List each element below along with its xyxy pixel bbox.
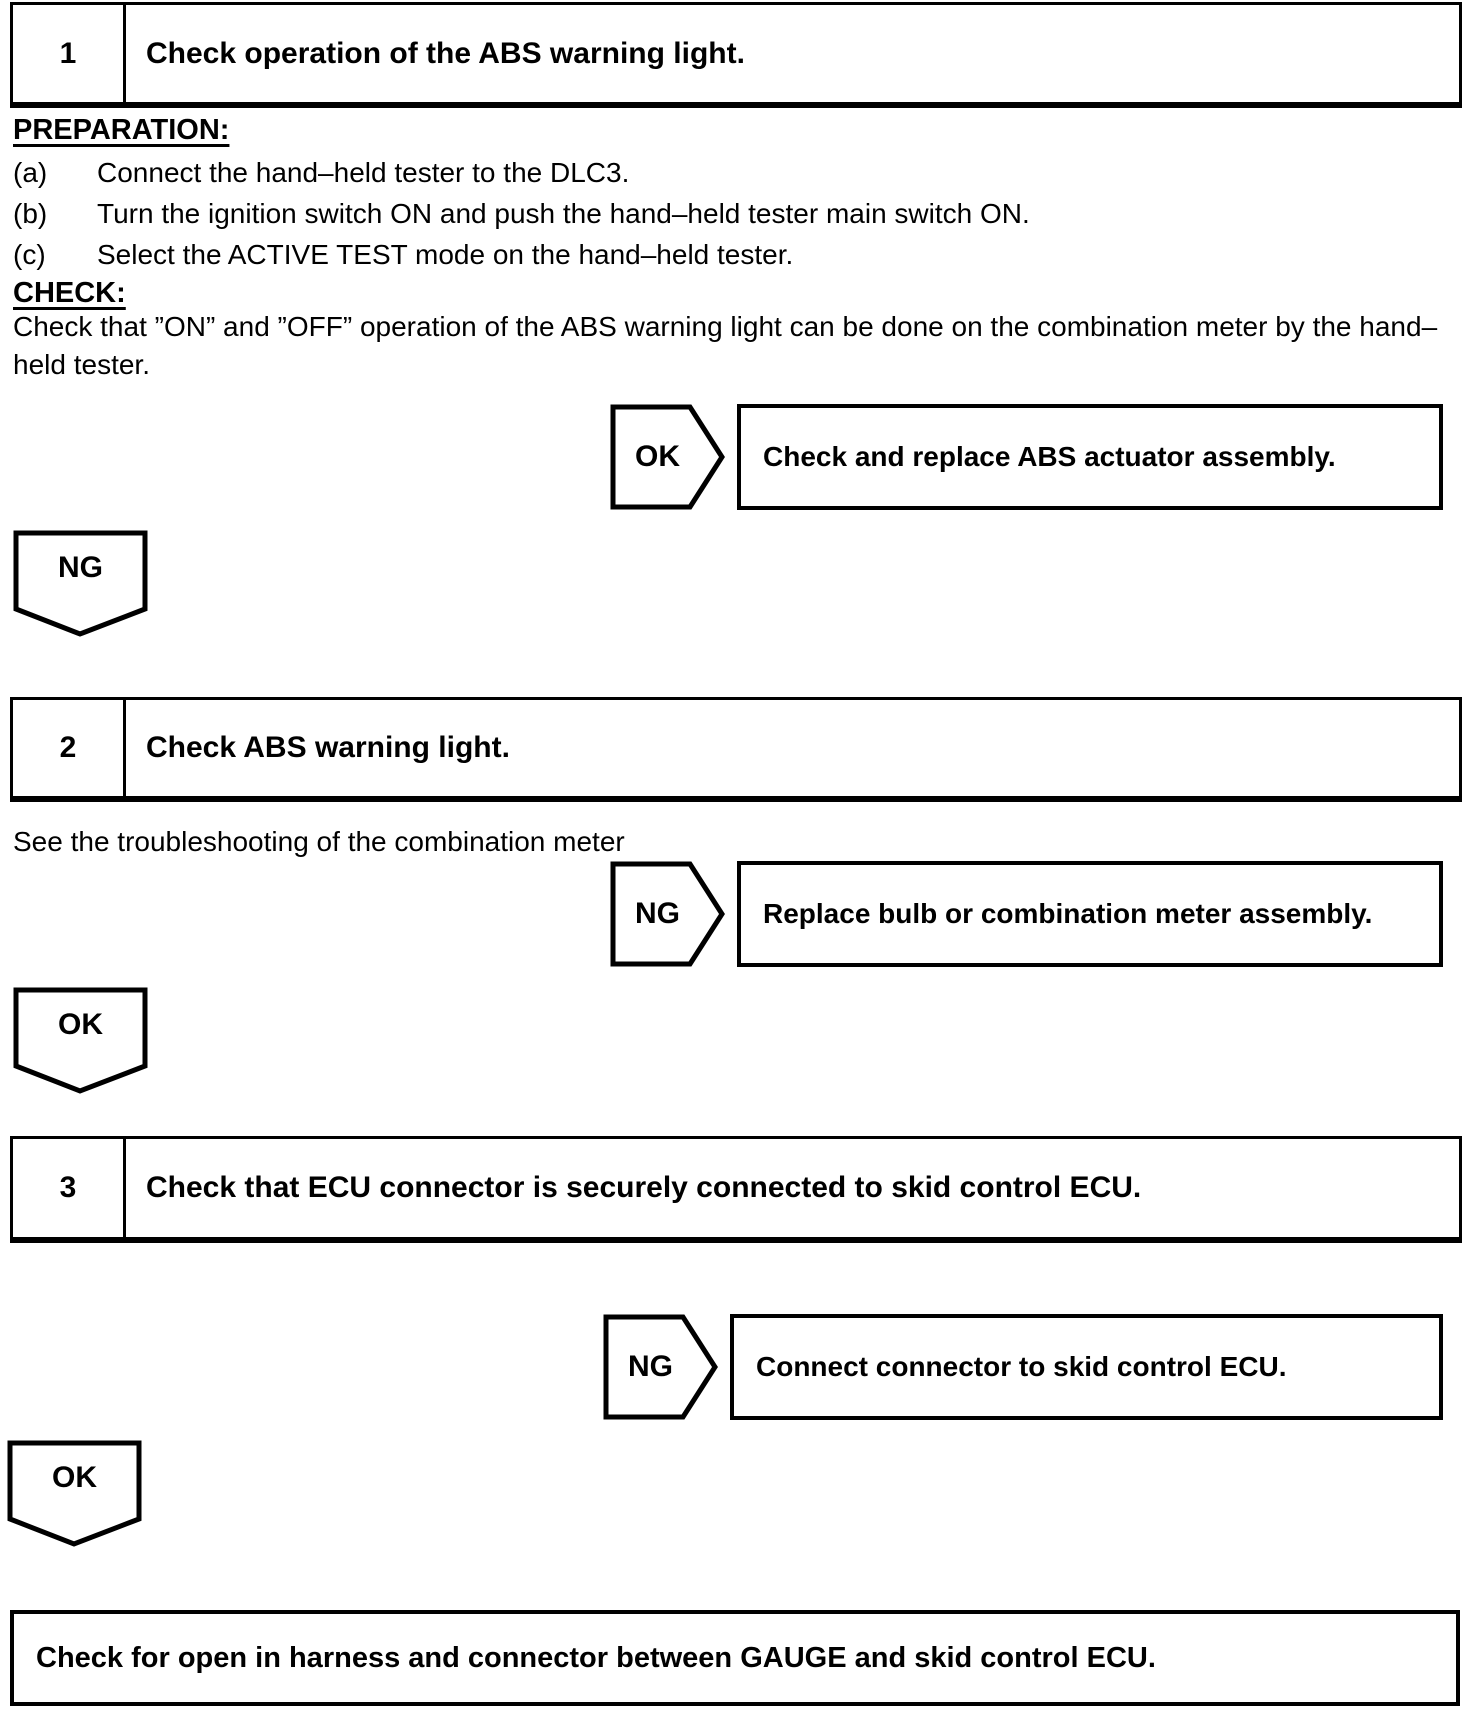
ok-label: OK bbox=[635, 440, 680, 473]
preparation-list: (a) Connect the hand–held tester to the D… bbox=[13, 152, 1460, 275]
check-heading: CHECK: bbox=[13, 277, 126, 309]
down-arrow-pentagon-icon bbox=[13, 987, 148, 1094]
step-3-ng-connector: NG bbox=[603, 1314, 720, 1420]
ok-label: OK bbox=[58, 1008, 103, 1041]
right-arrow-pentagon-icon bbox=[603, 1314, 718, 1420]
ng-label: NG bbox=[635, 897, 680, 930]
result-text: Connect connector to skid control ECU. bbox=[756, 1351, 1287, 1382]
check-description: Check that ”ON” and ”OFF” operation of t… bbox=[13, 311, 1438, 380]
step-3-ng-result-box: Connect connector to skid control ECU. bbox=[730, 1314, 1443, 1420]
ng-label: NG bbox=[628, 1350, 673, 1383]
ok-label: OK bbox=[52, 1461, 97, 1494]
step-1-header-box: 1 Check operation of the ABS warning lig… bbox=[10, 2, 1462, 108]
preparation-item-c: (c) Select the ACTIVE TEST mode on the ha… bbox=[13, 234, 1460, 275]
step-2-ng-connector: NG bbox=[610, 861, 727, 967]
step-2-ng-result-box: Replace bulb or combination meter assemb… bbox=[737, 861, 1443, 967]
right-arrow-pentagon-icon bbox=[610, 404, 725, 510]
step-1-title: Check operation of the ABS warning light… bbox=[146, 36, 745, 70]
step-3-header-box: 3 Check that ECU connector is securely c… bbox=[10, 1136, 1462, 1243]
item-text: Select the ACTIVE TEST mode on the hand–… bbox=[97, 239, 794, 270]
result-text: Replace bulb or combination meter assemb… bbox=[763, 898, 1373, 929]
step-3-ok-connector: OK bbox=[7, 1440, 142, 1548]
step-2-note: See the troubleshooting of the combinati… bbox=[13, 826, 625, 857]
step-1-ok-connector: OK bbox=[610, 404, 727, 510]
final-instruction-box: Check for open in harness and connector … bbox=[10, 1610, 1460, 1706]
step-2-number: 2 bbox=[13, 700, 126, 796]
step-2-title: Check ABS warning light. bbox=[146, 731, 510, 764]
right-arrow-pentagon-icon bbox=[610, 861, 725, 967]
step-3-number: 3 bbox=[13, 1139, 126, 1237]
final-instruction-text: Check for open in harness and connector … bbox=[36, 1641, 1156, 1674]
preparation-heading: PREPARATION: bbox=[13, 114, 230, 146]
down-arrow-pentagon-icon bbox=[13, 530, 148, 637]
item-text: Connect the hand–held tester to the DLC3… bbox=[97, 157, 630, 188]
step-3-title: Check that ECU connector is securely con… bbox=[146, 1171, 1142, 1204]
step-1-number: 1 bbox=[13, 5, 126, 102]
ng-label: NG bbox=[58, 551, 103, 584]
item-label: (c) bbox=[13, 239, 46, 270]
step-2-ok-connector: OK bbox=[13, 987, 148, 1095]
result-text: Check and replace ABS actuator assembly. bbox=[763, 441, 1336, 472]
preparation-item-a: (a) Connect the hand–held tester to the D… bbox=[13, 152, 1460, 193]
step-1-ng-connector: NG bbox=[13, 530, 148, 638]
item-label: (b) bbox=[13, 198, 48, 229]
preparation-item-b: (b) Turn the ignition switch ON and push … bbox=[13, 193, 1460, 234]
down-arrow-pentagon-icon bbox=[7, 1440, 142, 1547]
item-label: (a) bbox=[13, 157, 48, 188]
step-1-ok-result-box: Check and replace ABS actuator assembly. bbox=[737, 404, 1443, 510]
step-2-header-box: 2 Check ABS warning light. bbox=[10, 697, 1462, 802]
item-text: Turn the ignition switch ON and push the… bbox=[97, 198, 1030, 229]
